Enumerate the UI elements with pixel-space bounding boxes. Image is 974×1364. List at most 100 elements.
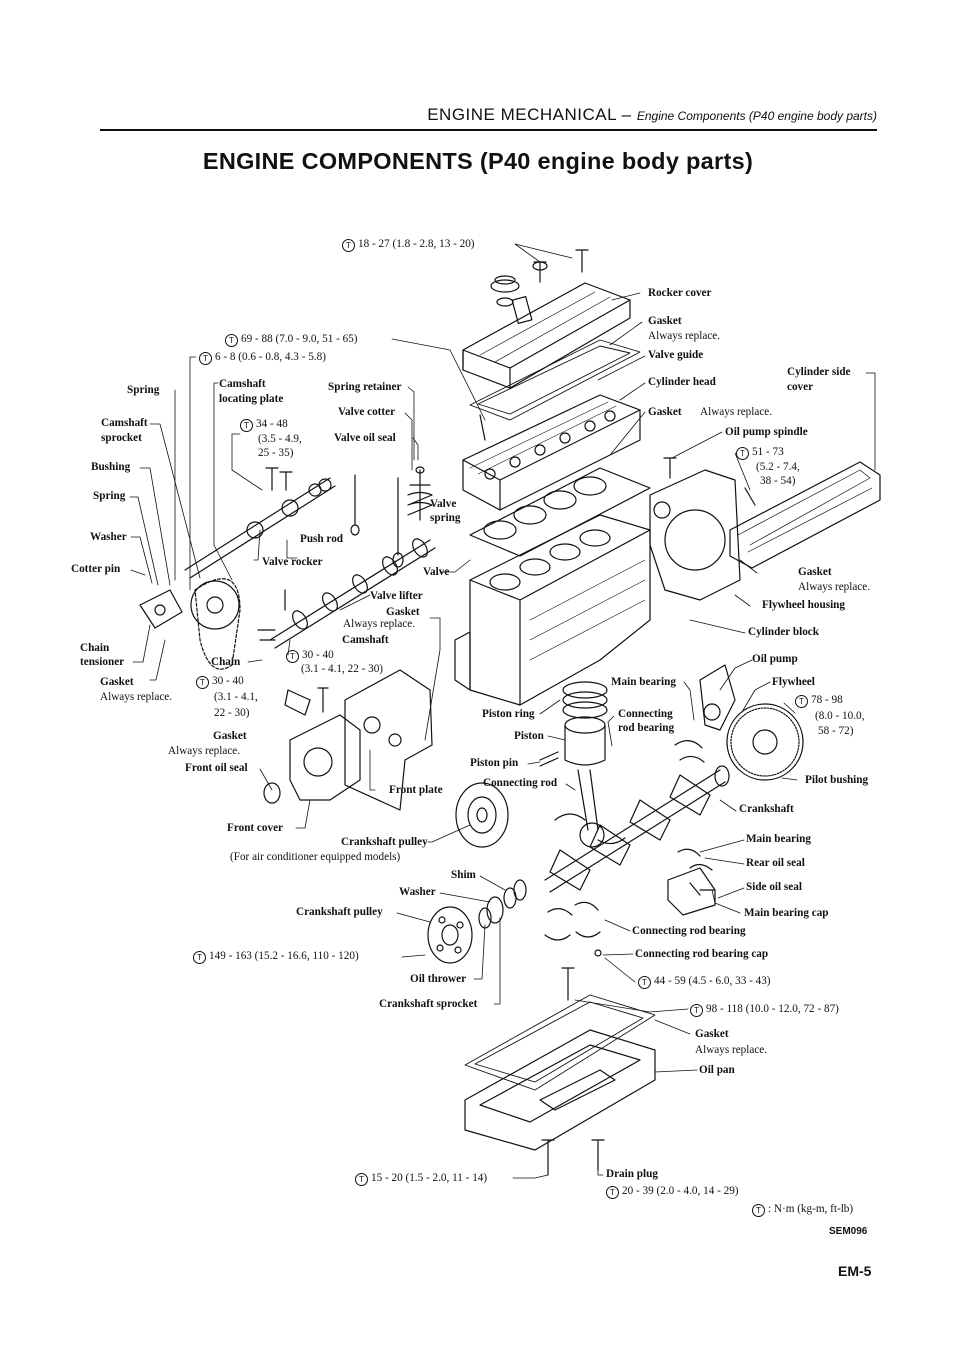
label-camshaft-locating-plate-2: locating plate xyxy=(219,393,284,405)
push-rods xyxy=(284,474,404,611)
label-crankshaft-pulley: Crankshaft pulley xyxy=(296,906,383,918)
label-chain-tensioner-1: Chain xyxy=(80,642,110,654)
label-crankshaft-pulley-ac: Crankshaft pulley xyxy=(341,836,428,848)
label-gasket-front-cover: Gasket xyxy=(100,676,134,688)
label-gasket-side-cover: Gasket xyxy=(798,566,832,578)
label-front-plate: Front plate xyxy=(389,784,443,796)
label-valve-guide: Valve guide xyxy=(648,349,704,361)
label-always-replace-front-oil-seal: Always replace. xyxy=(168,745,241,757)
chain-tensioner xyxy=(139,589,183,629)
label-torque-34-48-b: (3.5 - 4.9, xyxy=(258,433,302,445)
label-torque-34-48-c: 25 - 35) xyxy=(258,447,294,459)
text: 51 - 73 xyxy=(752,446,784,458)
head-gasket xyxy=(469,467,651,557)
label-torque-30-40-a2: (3.1 - 4.1, 22 - 30) xyxy=(301,663,384,675)
label-camshaft-sprocket-1: Camshaft xyxy=(101,417,148,429)
rocker-shaft xyxy=(184,477,336,579)
label-crankshaft-sprocket: Crankshaft sprocket xyxy=(379,998,478,1010)
label-chain-tensioner-2: tensioner xyxy=(80,656,125,668)
label-torque-51-73-c: 38 - 54) xyxy=(760,475,796,487)
camshaft-sprocket xyxy=(190,580,240,630)
label-bushing: Bushing xyxy=(91,461,131,473)
valves-springs xyxy=(407,466,433,521)
label-piston: Piston xyxy=(514,730,544,742)
crankshaft xyxy=(544,765,730,893)
text: 6 - 8 (0.6 - 0.8, 4.3 - 5.8) xyxy=(215,351,326,363)
torque-icon: T xyxy=(225,334,238,347)
label-piston-ring: Piston ring xyxy=(482,708,535,720)
label-gasket-oil-pan: Gasket xyxy=(695,1028,729,1040)
label-gasket-front-plate: Gasket xyxy=(386,606,420,618)
label-shim: Shim xyxy=(451,869,476,881)
piston-rings xyxy=(562,681,608,719)
header-rule xyxy=(100,129,877,131)
label-rear-oil-seal: Rear oil seal xyxy=(746,857,805,869)
shim-washer-thrower-sprocket xyxy=(478,879,527,929)
piston xyxy=(539,716,606,767)
label-camshaft-locating-plate-1: Camshaft xyxy=(219,378,266,390)
main-bearings xyxy=(674,740,713,871)
label-cylinder-head: Cylinder head xyxy=(648,376,716,388)
label-crankshaft: Crankshaft xyxy=(739,803,794,815)
flywheel-housing xyxy=(649,469,741,601)
camshaft xyxy=(269,538,436,649)
text: 30 - 40 xyxy=(302,649,334,661)
label-washer-top: Washer xyxy=(90,531,127,543)
label-always-replace-front-plate: Always replace. xyxy=(343,618,416,630)
text: 44 - 59 (4.5 - 6.0, 33 - 43) xyxy=(654,975,771,987)
label-gasket-front-oil-seal: Gasket xyxy=(213,730,247,742)
label-piston-pin: Piston pin xyxy=(470,757,519,769)
rocker-cover-gasket xyxy=(469,339,641,421)
label-connecting-rod-bearing-1: Connecting xyxy=(618,708,673,720)
label-torque-78-98-c: 58 - 72) xyxy=(818,725,854,737)
torque-icon: T xyxy=(196,676,209,689)
label-camshaft-sprocket-2: sprocket xyxy=(101,432,142,444)
label-front-cover: Front cover xyxy=(227,822,284,834)
text: 78 - 98 xyxy=(811,694,843,706)
label-pilot-bushing: Pilot bushing xyxy=(805,774,869,786)
label-gasket-rocker: Gasket xyxy=(648,315,682,327)
label-always-replace-rocker: Always replace. xyxy=(648,330,721,342)
label-cotter-pin: Cotter pin xyxy=(71,563,121,575)
label-connecting-rod-bearing-lower: Connecting rod bearing xyxy=(632,925,746,937)
label-valve-oil-seal: Valve oil seal xyxy=(334,432,396,444)
label-washer-lower: Washer xyxy=(399,886,436,898)
label-cylinder-side-cover-1: Cylinder side xyxy=(787,366,851,378)
label-drain-plug: Drain plug xyxy=(606,1168,658,1180)
page-number: EM-5 xyxy=(838,1263,872,1279)
label-front-oil-seal: Front oil seal xyxy=(185,762,248,774)
label-torque-78-98-b: (8.0 - 10.0, xyxy=(815,710,865,722)
label-connecting-rod-bearing-cap: Connecting rod bearing cap xyxy=(635,948,769,960)
torque-icon: T xyxy=(638,976,651,989)
rocker-cover xyxy=(462,282,631,389)
torque-icon: T xyxy=(752,1204,765,1217)
label-camshaft: Camshaft xyxy=(342,634,389,646)
label-torque-30-40-b2: (3.1 - 4.1, xyxy=(214,691,258,703)
label-spring-retainer: Spring retainer xyxy=(328,381,402,393)
torque-icon: T xyxy=(606,1186,619,1199)
flywheel xyxy=(726,703,804,781)
label-chain: Chain xyxy=(211,656,241,668)
small-bolts-left xyxy=(257,414,756,716)
text: 30 - 40 xyxy=(212,675,244,687)
label-cylinder-block: Cylinder block xyxy=(748,626,819,638)
cylinder-side-cover xyxy=(729,461,881,569)
text: 69 - 88 (7.0 - 9.0, 51 - 65) xyxy=(241,333,358,345)
main-bearing-cap-rear xyxy=(667,867,716,916)
label-spring-mid: Spring xyxy=(93,490,126,502)
page-header: ENGINE MECHANICAL – Engine Components (P… xyxy=(100,105,877,129)
header-dash: – xyxy=(616,105,637,124)
text: : N·m (kg-m, ft-lb) xyxy=(768,1203,854,1215)
connecting-rod xyxy=(554,769,626,848)
legend-torque-units: T: N·m (kg-m, ft-lb) xyxy=(752,1203,853,1217)
label-always-replace-front-cover: Always replace. xyxy=(100,691,173,703)
text: 18 - 27 (1.8 - 2.8, 13 - 20) xyxy=(358,238,475,250)
label-connecting-rod-bearing-2: rod bearing xyxy=(618,722,675,734)
